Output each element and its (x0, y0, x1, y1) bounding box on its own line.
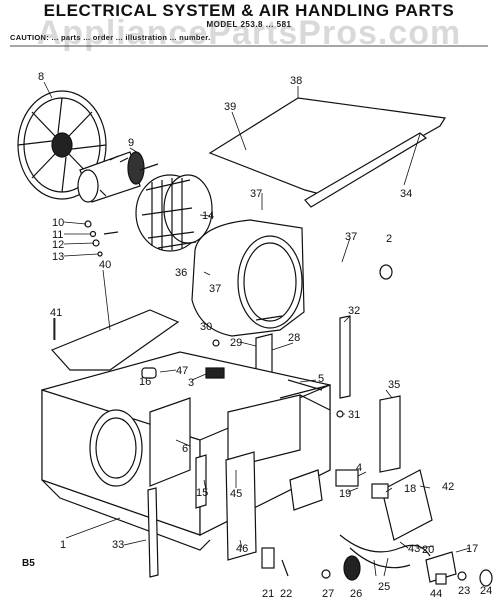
leader-lines (43, 81, 471, 577)
part-number-labels: 8 9 10 11 12 13 14 38 39 34 37 37 37 36 … (38, 71, 492, 600)
rod-33 (147, 487, 159, 578)
label-42: 42 (442, 481, 454, 493)
label-5: 5 (318, 373, 324, 385)
label-23: 23 (458, 585, 470, 597)
hardware-10-13 (84, 220, 119, 257)
label-11: 11 (52, 229, 63, 241)
label-2: 2 (386, 233, 392, 245)
label-16: 16 (139, 376, 151, 388)
label-32: 32 (348, 305, 360, 317)
label-10: 10 (52, 217, 64, 229)
label-21: 21 (262, 588, 274, 600)
scroll-housing (191, 219, 305, 337)
label-27: 27 (322, 588, 334, 600)
label-14: 14 (202, 210, 214, 222)
label-3: 3 (188, 377, 194, 389)
page-title: ELECTRICAL SYSTEM & AIR HANDLING PARTS (43, 1, 455, 20)
label-37a: 37 (250, 188, 262, 200)
blower-wheel (135, 174, 213, 252)
caution-line: CAUTION: ... parts ... order ... illustr… (10, 33, 211, 42)
label-20: 20 (422, 544, 434, 556)
label-35: 35 (388, 379, 400, 391)
panel-40 (50, 309, 180, 371)
label-29: 29 (230, 337, 242, 349)
label-45: 45 (230, 488, 242, 500)
label-25: 25 (378, 581, 390, 593)
label-44: 44 (430, 588, 442, 600)
label-24: 24 (480, 585, 492, 597)
bracket-15 (195, 454, 207, 509)
label-43: 43 (408, 543, 420, 555)
model-line: MODEL 253.8 ... 581 (206, 20, 292, 29)
fan-motor (77, 151, 159, 203)
wire-harness (339, 534, 431, 569)
label-26: 26 (350, 588, 362, 600)
label-31: 31 (348, 409, 360, 421)
partition-46 (225, 451, 257, 561)
label-4: 4 (356, 462, 362, 474)
label-13: 13 (52, 251, 64, 263)
label-17: 17 (466, 543, 478, 555)
label-9: 9 (128, 137, 134, 149)
label-6: 6 (182, 443, 188, 455)
label-46: 46 (236, 543, 248, 555)
strip-32 (339, 315, 351, 399)
label-1: 1 (60, 539, 66, 551)
label-34: 34 (400, 188, 412, 200)
label-47: 47 (176, 365, 188, 377)
label-19: 19 (339, 488, 351, 500)
label-8: 8 (38, 71, 44, 83)
control-panel (381, 469, 433, 541)
label-40: 40 (99, 259, 111, 271)
rail (304, 132, 428, 208)
page-label: B5 (22, 558, 35, 569)
label-18: 18 (404, 483, 416, 495)
label-22: 22 (280, 588, 292, 600)
label-28: 28 (288, 332, 300, 344)
label-15: 15 (196, 487, 208, 499)
label-37c: 37 (209, 283, 221, 295)
plate-35 (379, 395, 401, 473)
label-33: 33 (112, 539, 124, 551)
label-38: 38 (290, 75, 302, 87)
label-41: 41 (50, 307, 62, 319)
label-12: 12 (52, 239, 64, 251)
label-36: 36 (175, 267, 187, 279)
label-30: 30 (200, 321, 212, 333)
label-39: 39 (224, 101, 236, 113)
label-37b: 37 (345, 231, 357, 243)
